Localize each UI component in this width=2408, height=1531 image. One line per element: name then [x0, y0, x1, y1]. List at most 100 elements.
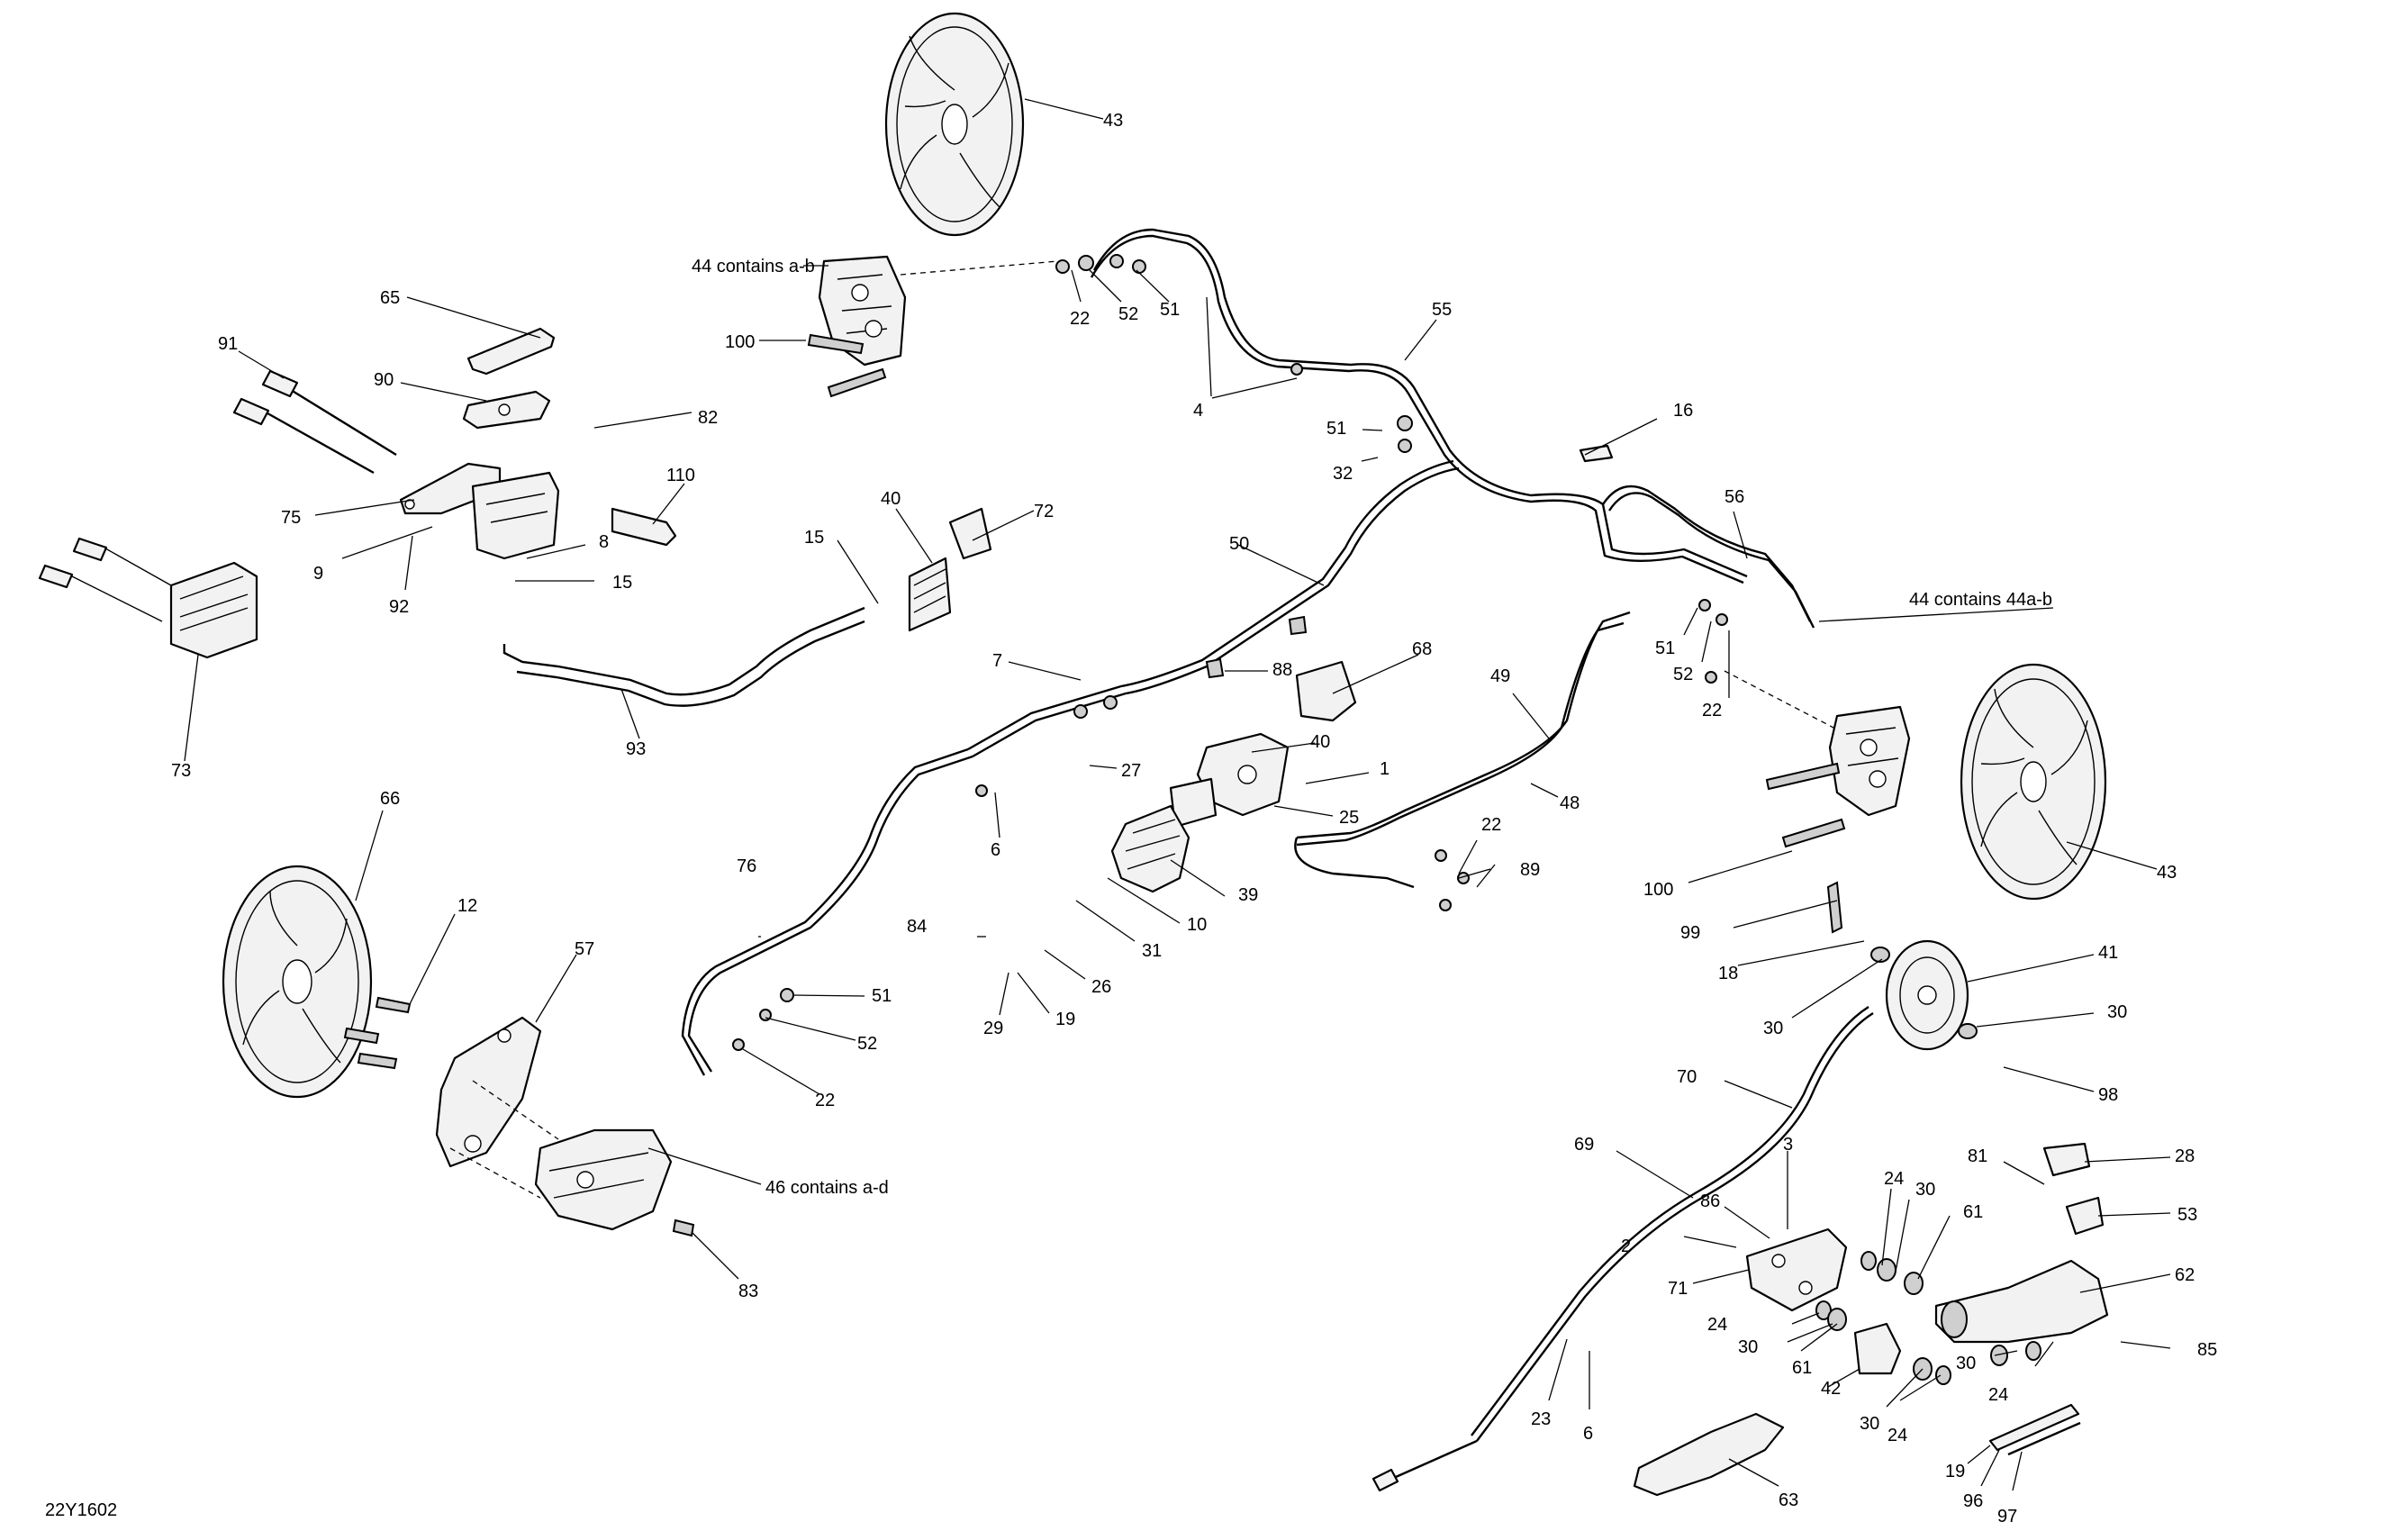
reservoir-8 — [471, 471, 560, 560]
callout-30-mid: 30 — [1738, 1337, 1758, 1357]
callout-81: 81 — [1968, 1146, 1987, 1166]
bracket-65 — [466, 327, 556, 376]
diagram-code: 22Y1602 — [45, 1500, 117, 1520]
callout-19-mid: 19 — [1055, 1010, 1075, 1029]
callout-97: 97 — [1997, 1507, 2017, 1526]
sensor-cables — [232, 369, 397, 475]
callout-24-low: 24 — [1887, 1426, 1907, 1445]
callout-22-lower: 22 — [815, 1091, 835, 1110]
brake-lines — [502, 228, 1815, 1076]
callout-98: 98 — [2098, 1085, 2118, 1105]
callout-100-right: 100 — [1643, 880, 1673, 900]
callout-51-right: 51 — [1655, 639, 1675, 658]
callout-99: 99 — [1680, 923, 1700, 943]
callout-110: 110 — [666, 466, 695, 485]
bracket-40-72 — [908, 507, 992, 632]
callout-93: 93 — [626, 739, 646, 759]
callout-31: 31 — [1142, 941, 1162, 961]
callout-30-drum-right: 30 — [2107, 1002, 2127, 1022]
callout-40-mid: 40 — [1310, 732, 1330, 752]
callout-52-right: 52 — [1673, 665, 1693, 684]
callout-70: 70 — [1677, 1067, 1697, 1087]
callout-96: 96 — [1963, 1491, 1983, 1511]
callout-42: 42 — [1821, 1379, 1841, 1399]
callout-30-drum-left: 30 — [1763, 1019, 1783, 1038]
callout-63: 63 — [1779, 1490, 1798, 1510]
callout-61-mid: 61 — [1792, 1358, 1812, 1378]
callout-12: 12 — [457, 896, 477, 916]
callout-50: 50 — [1229, 534, 1249, 554]
master-cylinder — [1110, 732, 1290, 893]
callout-72: 72 — [1034, 502, 1054, 521]
callout-41: 41 — [2098, 943, 2118, 963]
callout-30-right: 30 — [1956, 1354, 1976, 1373]
disc-bolts-12 — [343, 996, 412, 1070]
callout-76: 76 — [737, 856, 756, 876]
callout-22-top: 22 — [1070, 309, 1090, 329]
callout-88: 88 — [1272, 660, 1292, 680]
callout-52-top: 52 — [1118, 304, 1138, 324]
callout-labels: 43 44 contains a-b 22 52 51 100 55 4 65 … — [171, 111, 2217, 1526]
callout-6-low: 6 — [1583, 1424, 1593, 1444]
pad-28 — [2042, 1142, 2091, 1177]
bracket-68 — [1295, 660, 1357, 722]
callout-53: 53 — [2177, 1205, 2197, 1225]
cover-90 — [462, 390, 551, 430]
callout-10: 10 — [1187, 915, 1207, 935]
callout-75: 75 — [281, 508, 301, 528]
callout-25: 25 — [1339, 808, 1359, 828]
callout-69: 69 — [1574, 1135, 1594, 1155]
callout-52-lower: 52 — [857, 1034, 877, 1054]
callout-68: 68 — [1412, 639, 1432, 659]
callout-8: 8 — [599, 532, 609, 552]
callout-91: 91 — [218, 334, 238, 354]
alignment-dashed-lines — [449, 260, 1838, 1199]
callout-30-low: 30 — [1860, 1414, 1879, 1434]
callout-57: 57 — [575, 939, 594, 959]
callout-51-top: 51 — [1160, 300, 1180, 320]
rear-caliper-bracket — [435, 1016, 542, 1168]
callout-56: 56 — [1725, 487, 1744, 507]
callout-40-top: 40 — [881, 489, 901, 509]
bracket-53 — [2065, 1196, 2105, 1236]
callout-43-right: 43 — [2157, 863, 2177, 883]
callout-23: 23 — [1531, 1409, 1551, 1429]
rod-96-97 — [1988, 1403, 2081, 1456]
line-fittings — [732, 254, 1728, 1051]
callout-7: 7 — [992, 651, 1002, 671]
caliper-bolts-top — [807, 333, 887, 398]
callout-24-top: 24 — [1884, 1169, 1904, 1189]
callout-1: 1 — [1380, 759, 1390, 779]
callout-51-mid: 51 — [1326, 419, 1346, 439]
callout-30-top: 30 — [1915, 1180, 1935, 1200]
callout-27: 27 — [1121, 761, 1141, 781]
callout-2: 2 — [1621, 1237, 1631, 1256]
callout-15-left: 15 — [804, 528, 824, 548]
callout-92: 92 — [389, 597, 409, 617]
callout-3: 3 — [1783, 1135, 1793, 1155]
callout-18: 18 — [1718, 964, 1738, 983]
callout-89: 89 — [1520, 860, 1540, 880]
callout-15-right: 15 — [612, 573, 632, 593]
callout-61-top: 61 — [1963, 1202, 1983, 1222]
callout-22-mid: 22 — [1481, 815, 1501, 835]
callout-84: 84 — [907, 917, 927, 937]
callout-66: 66 — [380, 789, 400, 809]
callout-90: 90 — [374, 370, 394, 390]
callout-85: 85 — [2197, 1340, 2217, 1360]
pedal-bracket-71 — [1745, 1228, 1848, 1312]
abs-module — [38, 537, 258, 659]
callout-6-mid: 6 — [991, 840, 1000, 860]
brake-caliper-right — [1765, 705, 1911, 848]
callout-83: 83 — [738, 1282, 758, 1301]
hose-110 — [611, 507, 677, 547]
callout-24-mid: 24 — [1707, 1315, 1727, 1335]
callout-51-lower: 51 — [872, 986, 892, 1006]
callout-9: 9 — [313, 564, 323, 584]
callout-48: 48 — [1560, 793, 1580, 813]
callout-55: 55 — [1432, 300, 1452, 320]
callout-86: 86 — [1700, 1191, 1720, 1211]
callout-44-top: 44 contains a-b — [692, 257, 815, 276]
callout-24-right: 24 — [1988, 1385, 2008, 1405]
parking-cable — [1371, 1005, 1874, 1492]
